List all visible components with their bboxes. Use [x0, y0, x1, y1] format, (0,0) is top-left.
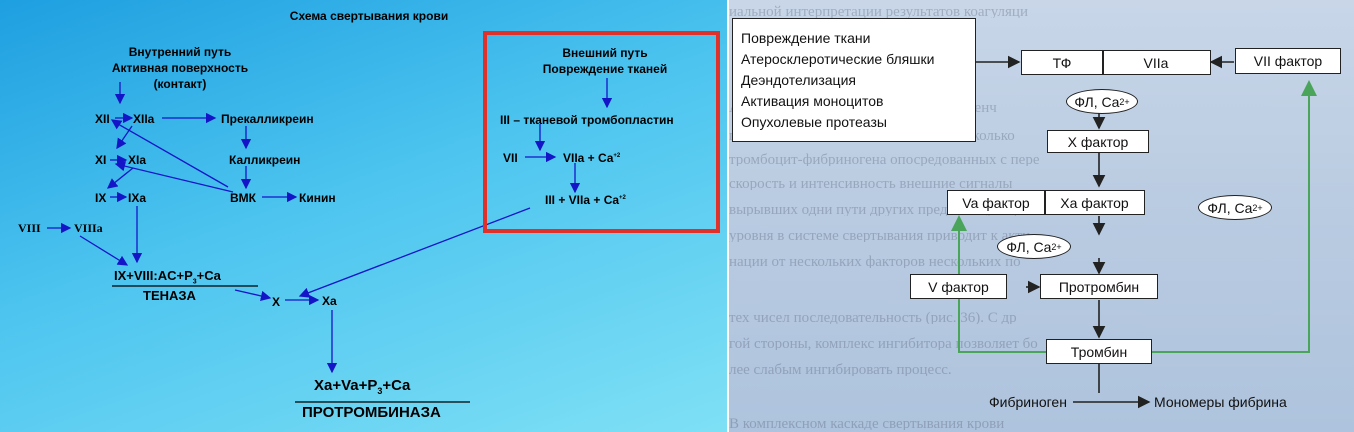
- causes-box: Повреждение ткани Атеросклеротические бл…: [732, 18, 976, 142]
- prothrombinase-formula: Xa+Va+P3+Ca: [314, 377, 411, 396]
- hmwk: ВМК: [230, 191, 256, 205]
- factor-x: X: [272, 295, 281, 309]
- factor-xii: XII: [95, 112, 110, 126]
- cause-tumor-proteases: Опухолевые протеазы: [741, 113, 887, 130]
- kinin: Кинин: [299, 191, 336, 205]
- coagulation-scheme-slide: Схема свертывания крови Внутренний путь …: [0, 0, 727, 432]
- extrinsic-path-frame: [483, 31, 720, 233]
- cause-deendothelization: Деэндотелизация: [741, 71, 856, 88]
- v-factor-box: V фактор: [910, 274, 1007, 299]
- factor-xiia: XIIa: [133, 112, 155, 126]
- tenase-formula: IX+VIII:AC+P3+Ca: [114, 268, 221, 286]
- feedback-thrombin-vii: [1134, 80, 1317, 353]
- va-factor-label: Va фактор: [962, 194, 1030, 211]
- arrow-extrinsic-x: [298, 207, 531, 298]
- arrow-xia-ix: [106, 167, 134, 189]
- arrow-viiia-tenase: [79, 235, 129, 266]
- cause-atherosclerotic-plaques: Атеросклеротические бляшки: [741, 50, 935, 67]
- intrinsic-path-label: Внутренний путь: [128, 45, 232, 59]
- tf-viia-box: ТФ VIIa: [1021, 50, 1211, 75]
- factor-ixa: IXa: [128, 191, 147, 205]
- factor-viii: VIII: [18, 221, 41, 235]
- feedback-thrombin-va: [951, 215, 1069, 353]
- background-text: иальной интерпретации результатов коагул…: [729, 4, 1028, 18]
- extrinsic-path-label: Внешний путь: [562, 46, 648, 60]
- prekallikrein: Прекалликреин: [221, 112, 314, 126]
- active-surface-label: Активная поверхность: [111, 61, 249, 75]
- scheme-title: Схема свертывания крови: [289, 9, 449, 23]
- vii-factor-box: VII фактор: [1235, 48, 1341, 74]
- arrow-xiia-xi: [116, 125, 133, 150]
- viia-ca-complex: VIIa + Ca+2: [563, 151, 621, 165]
- factor-ix: IX: [95, 191, 107, 205]
- viia-label: VIIa: [1143, 54, 1169, 71]
- cause-tissue-damage: Повреждение ткани: [741, 29, 871, 46]
- kallikrein: Калликреин: [229, 153, 301, 167]
- tf-label: ТФ: [1052, 54, 1072, 71]
- iii-viia-ca-complex: III + VIIa + Ca+2: [545, 193, 626, 207]
- arrow-tenase-x: [234, 289, 272, 302]
- xa-factor-label: Xa фактор: [1060, 194, 1129, 211]
- tenase-label: ТЕНАЗА: [143, 288, 196, 303]
- cause-monocyte-activation: Активация моноцитов: [741, 92, 884, 109]
- factor-xia: XIa: [128, 153, 147, 167]
- factor-vii: VII: [503, 151, 518, 165]
- factor-xi: XI: [95, 153, 107, 167]
- va-xa-box: Va фактор Xa фактор: [947, 190, 1145, 215]
- contact-label: (контакт): [153, 77, 207, 91]
- tissue-thromboplastin: III – тканевой тромбопластин: [500, 113, 674, 127]
- fibrin-monomers-label: Мономеры фибрина: [1154, 394, 1287, 410]
- prothrombinase-label: ПРОТРОМБИНАЗА: [302, 404, 441, 421]
- scheme-arrows: [47, 78, 613, 403]
- factor-xa: Xa: [322, 294, 337, 308]
- prothrombin-box: Протромбин: [1040, 274, 1158, 299]
- fibrinogen-label: Фибриноген: [989, 394, 1067, 410]
- cascade-textbook-figure: иальной интерпретации результатов коагул…: [729, 0, 1354, 432]
- arrow-vmk-xi: [114, 161, 234, 193]
- x-factor-box: X фактор: [1047, 130, 1149, 153]
- tissue-damage-label: Повреждение тканей: [542, 62, 668, 76]
- arrow-vmk-xiia: [117, 123, 229, 188]
- cascade-arrows: [951, 55, 1317, 409]
- thrombin-box: Тромбин: [1046, 339, 1152, 364]
- factor-viiia: VIIIa: [74, 221, 103, 235]
